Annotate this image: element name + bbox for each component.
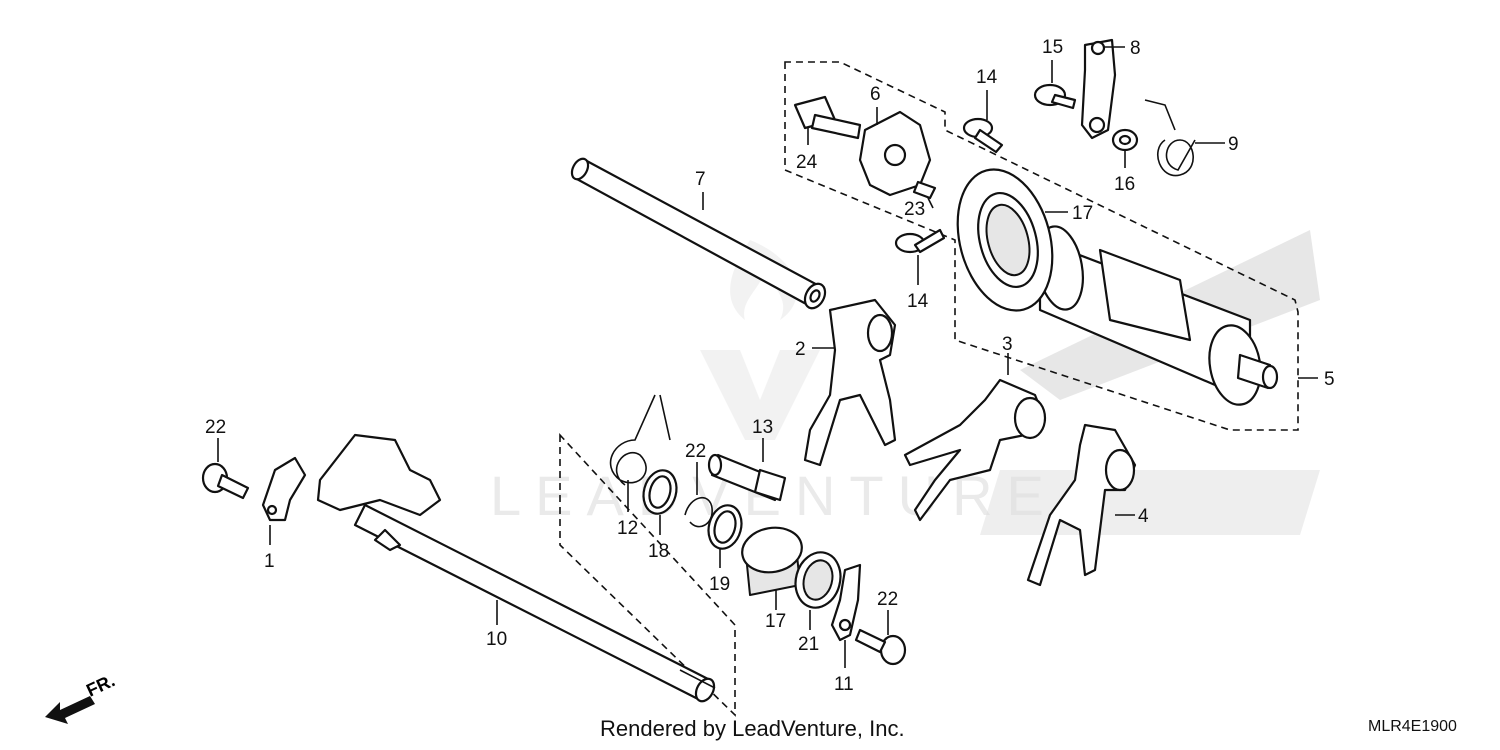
callout-24: 24 (796, 152, 818, 173)
washer-16 (1111, 128, 1139, 152)
bolt-14-top (962, 117, 1004, 154)
callout-18: 17 (1072, 203, 1093, 224)
dowel-pin-23 (912, 180, 937, 200)
oil-seal-20 (794, 551, 842, 609)
callout-14-bottom: 14 (907, 291, 929, 312)
callout-13: 13 (752, 417, 773, 438)
front-direction-marker: FR. (45, 672, 118, 724)
bolt-24 (793, 95, 862, 140)
callout-2: 2 (795, 339, 806, 360)
callout-22-left: 22 (205, 417, 226, 438)
shift-fork-shaft (570, 157, 827, 310)
callout-11: 11 (834, 674, 854, 695)
callout-9: 9 (1228, 134, 1239, 155)
callout-17-b: 19 (709, 574, 730, 595)
shaft-assembly-box (559, 432, 736, 717)
gearshift-spindle (316, 433, 716, 703)
callout-17-a: 18 (648, 541, 669, 562)
callout-20: 21 (798, 634, 819, 655)
callout-labels: 7 6 24 14 23 17 14 15 8 9 16 5 2 3 4 22 … (205, 37, 1335, 695)
callout-3: 3 (1002, 334, 1013, 355)
washer-17-b (707, 504, 743, 550)
shift-drum-center (858, 110, 932, 197)
needle-bearing-19 (741, 526, 803, 596)
bolt-22-right (854, 628, 907, 666)
callout-21: 22 (685, 441, 706, 462)
callout-19: 17 (765, 611, 786, 632)
callout-23: 23 (904, 199, 925, 220)
shift-fork-4 (1026, 423, 1137, 587)
shift-fork-2 (803, 298, 897, 467)
shift-fork-3 (903, 378, 1047, 522)
spring-12 (609, 394, 671, 486)
stud-bolt-13 (707, 453, 787, 502)
bolt-15 (1033, 83, 1077, 110)
bolt-14-bottom (894, 228, 946, 254)
diagram-code: MLR4E1900 (1368, 718, 1457, 735)
front-label: FR. (83, 672, 118, 701)
callout-8: 8 (1130, 38, 1141, 59)
rendered-by-credit: Rendered by LeadVenture, Inc. (600, 716, 905, 741)
callout-5: 5 (1324, 369, 1335, 390)
stopper-arm (1080, 38, 1117, 140)
drum-assembly-box (784, 61, 1299, 431)
snap-ring-21 (684, 497, 713, 528)
callout-7: 7 (695, 169, 706, 190)
callout-16: 16 (1114, 174, 1135, 195)
callout-15: 15 (1042, 37, 1063, 58)
callout-12: 12 (617, 518, 638, 539)
callout-1: 1 (264, 551, 275, 572)
callout-14-top: 14 (976, 67, 998, 88)
washer-17-a (642, 469, 678, 515)
leader-lines (217, 46, 1318, 668)
callout-4: 4 (1138, 506, 1149, 527)
return-spring-9 (1144, 99, 1196, 177)
bolt-22-left (201, 462, 250, 500)
stopper-plate-11 (830, 563, 862, 642)
bearing (956, 168, 1054, 312)
bracket-1 (261, 456, 307, 522)
callout-10: 10 (486, 629, 507, 650)
front-arrow-icon (45, 696, 95, 724)
callout-6: 6 (870, 84, 881, 105)
callout-22-right: 22 (877, 589, 898, 610)
